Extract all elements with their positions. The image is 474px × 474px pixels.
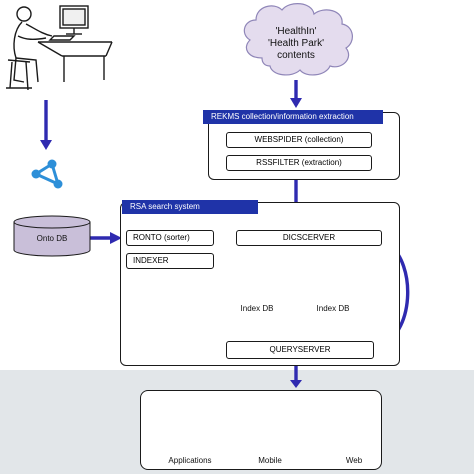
ronto-box: RONTO (sorter) bbox=[126, 230, 214, 246]
rsa-title: RSA search system bbox=[122, 200, 258, 214]
cloud-line-1: 'HealthIn' bbox=[275, 26, 317, 37]
cloud-line-3: contents bbox=[277, 50, 315, 61]
indexer-box: INDEXER bbox=[126, 253, 214, 269]
mobile-label: Mobile bbox=[258, 456, 282, 465]
person-at-computer-icon bbox=[6, 5, 113, 91]
index-db-label-1: Index DB bbox=[240, 304, 274, 313]
content-cloud bbox=[243, 3, 353, 76]
rsa-frame bbox=[120, 202, 400, 366]
index-db-label-2: Index DB bbox=[316, 304, 350, 313]
webspider-box: WEBSPIDER (collection) bbox=[226, 132, 372, 148]
queryserver-box: QUERYSERVER bbox=[226, 341, 374, 359]
rssfilter-box: RSSFILTER (extraction) bbox=[226, 155, 372, 171]
onto-db-label: Onto DB bbox=[36, 234, 68, 243]
cloud-line-2: 'Health Park' bbox=[267, 38, 325, 49]
ontology-network-icon bbox=[31, 159, 63, 189]
onto-db-cylinder bbox=[13, 215, 91, 257]
web-label: Web bbox=[345, 456, 363, 465]
dicsserver-box: DICSCERVER bbox=[236, 230, 382, 246]
applications-label: Applications bbox=[168, 456, 212, 465]
clients-frame bbox=[140, 390, 382, 470]
rekms-title: REKMS collection/information extraction bbox=[203, 110, 383, 124]
